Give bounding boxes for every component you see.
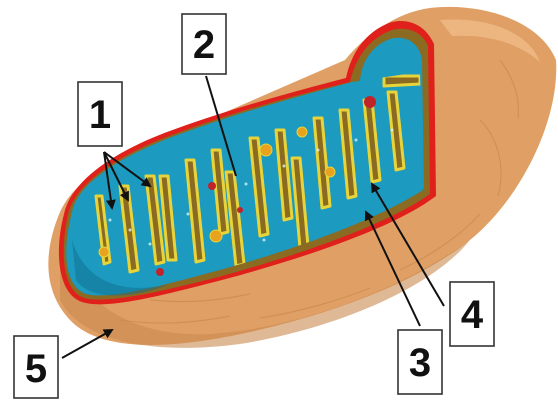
- crista-15: [384, 76, 420, 86]
- label-4-text: 4: [461, 293, 484, 337]
- label-3: 3: [398, 330, 442, 394]
- label-2: 2: [182, 14, 226, 74]
- ribosome: [156, 268, 164, 276]
- granule: [99, 247, 109, 257]
- label-4: 4: [450, 282, 494, 346]
- label-5-text: 5: [25, 347, 47, 391]
- label-1-text: 1: [89, 93, 111, 137]
- ribosome: [364, 96, 376, 108]
- leader-5: [62, 330, 112, 358]
- label-3-text: 3: [409, 341, 431, 385]
- label-5: 5: [14, 336, 58, 398]
- label-1: 1: [78, 82, 122, 146]
- granule: [297, 127, 307, 137]
- label-2-text: 2: [193, 23, 215, 67]
- granule: [325, 167, 335, 177]
- ribosome: [208, 182, 216, 190]
- granule: [260, 144, 272, 156]
- ribosome: [237, 207, 243, 213]
- granule: [210, 230, 222, 242]
